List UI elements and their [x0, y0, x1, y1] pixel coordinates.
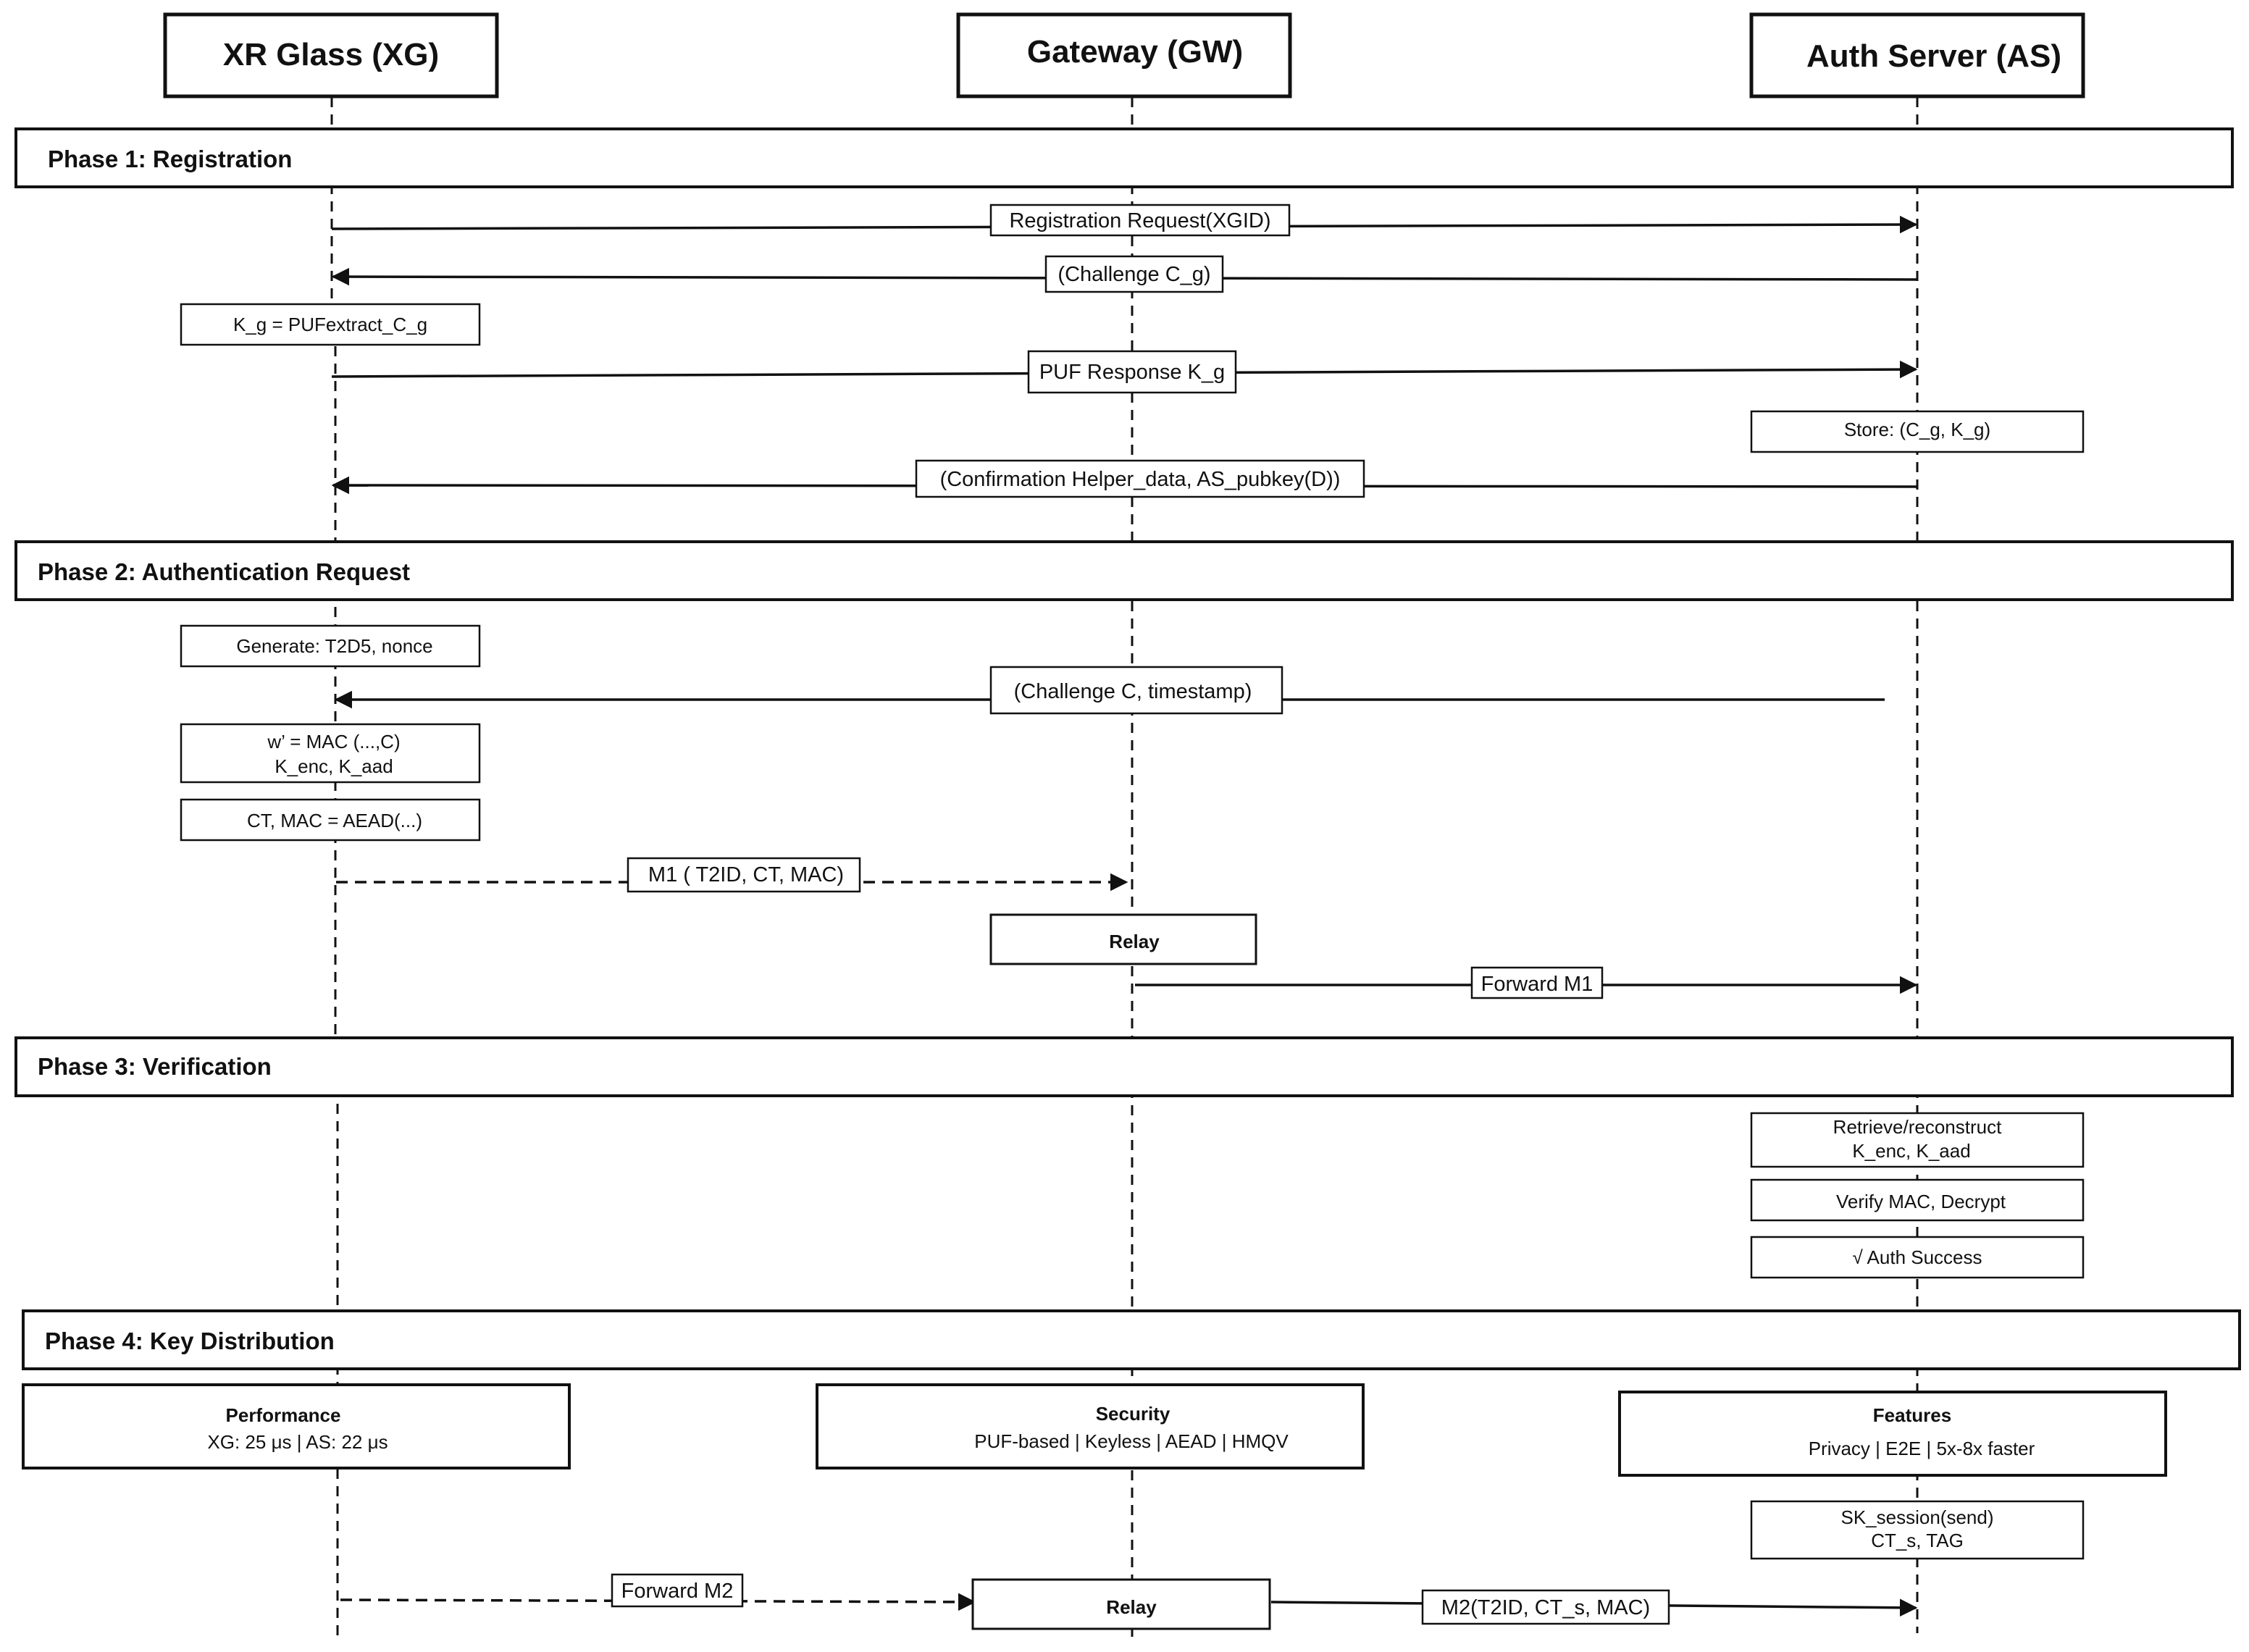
msg-m1: M1 ( T2ID, CT, MAC) [336, 857, 1128, 893]
phase-1-title: Phase 1: Registration [48, 146, 292, 172]
summary-security: Security PUF-based | Keyless | AEAD | HM… [816, 1383, 1365, 1469]
actor-as: Auth Server (AS) [1749, 12, 2085, 98]
summary-performance: Performance XG: 25 μs | AS: 22 μs [22, 1383, 571, 1469]
note-retrieve-line2: K_enc, K_aad [1852, 1140, 1970, 1162]
msg-puf-response: PUF Response K_g [331, 350, 1918, 394]
note-relay-1: Relay [989, 913, 1257, 965]
msg-challenge-cg: (Challenge C_g) [331, 255, 1918, 293]
phase-3-title: Phase 3: Verification [38, 1053, 272, 1080]
phase-4-title: Phase 4: Key Distribution [45, 1328, 335, 1354]
msg-forward-m2-label: Forward M2 [621, 1580, 734, 1603]
actor-gw: Gateway (GW) [956, 12, 1292, 98]
note-retrieve-line1: Retrieve/reconstruct [1833, 1116, 2002, 1138]
phase-4-band: Phase 4: Key Distribution [22, 1309, 2241, 1370]
note-relay-2: Relay [971, 1578, 1271, 1630]
phase-1-band: Phase 1: Registration [14, 127, 2234, 188]
note-w-mac: w’ = MAC (...,C) K_enc, K_aad [180, 723, 481, 784]
note-verify-label: Verify MAC, Decrypt [1836, 1191, 2006, 1212]
note-sk-session-line2: CT_s, TAG [1871, 1530, 1964, 1551]
note-sk-session-line1: SK_session(send) [1841, 1506, 1994, 1528]
actor-xg-label: XR Glass (XG) [223, 37, 439, 72]
phase-2-title: Phase 2: Authentication Request [38, 558, 410, 585]
note-generate: Generate: T2D5, nonce [180, 624, 481, 668]
note-generate-label: Generate: T2D5, nonce [236, 635, 432, 657]
note-auth-success-label: √ Auth Success [1852, 1246, 1982, 1268]
msg-puf-response-label: PUF Response K_g [1039, 361, 1225, 384]
note-retrieve: Retrieve/reconstruct K_enc, K_aad [1750, 1112, 2085, 1168]
msg-challenge-c: (Challenge C, timestamp) [334, 666, 1885, 715]
summary-features: Features Privacy | E2E | 5x-8x faster [1618, 1391, 2167, 1477]
note-store-label: Store: (C_g, K_g) [1844, 419, 1990, 440]
actor-xg: XR Glass (XG) [163, 12, 499, 98]
actor-as-label: Auth Server (AS) [1806, 38, 2061, 74]
msg-forward-m2: Forward M2 [340, 1573, 976, 1611]
phase-2-band: Phase 2: Authentication Request [14, 540, 2234, 601]
msg-m2-label: M2(T2ID, CT_s, MAC) [1441, 1596, 1650, 1619]
note-relay-2-label: Relay [1106, 1596, 1157, 1618]
phase-3-band: Phase 3: Verification [14, 1036, 2234, 1097]
note-verify: Verify MAC, Decrypt [1750, 1178, 2085, 1222]
note-ct-mac: CT, MAC = AEAD(...) [180, 798, 481, 842]
note-auth-success: √ Auth Success [1750, 1236, 2085, 1279]
note-w-mac-line2: K_enc, K_aad [275, 755, 393, 777]
note-kg-extract: K_g = PUFextract_C_g [180, 303, 481, 346]
summary-features-title: Features [1873, 1404, 1951, 1426]
note-sk-session: SK_session(send) CT_s, TAG [1750, 1500, 2085, 1560]
note-kg-extract-label: K_g = PUFextract_C_g [233, 314, 427, 335]
note-relay-1-label: Relay [1109, 931, 1160, 952]
actor-gw-label: Gateway (GW) [1027, 34, 1243, 70]
msg-challenge-c-label: (Challenge C, timestamp) [1014, 680, 1252, 703]
note-store: Store: (C_g, K_g) [1750, 410, 2085, 453]
summary-performance-body: XG: 25 μs | AS: 22 μs [207, 1431, 388, 1453]
summary-performance-title: Performance [226, 1404, 341, 1426]
note-ct-mac-label: CT, MAC = AEAD(...) [247, 810, 422, 831]
msg-confirmation: (Confirmation Helper_data, AS_pubkey(D)) [331, 459, 1918, 498]
note-w-mac-line1: w’ = MAC (...,C) [267, 731, 400, 752]
msg-forward-m1: Forward M1 [1135, 966, 1918, 999]
msg-challenge-cg-label: (Challenge C_g) [1058, 263, 1210, 286]
msg-registration-request: Registration Request(XGID) [331, 204, 1918, 237]
msg-forward-m1-label: Forward M1 [1481, 973, 1593, 996]
summary-security-body: PUF-based | Keyless | AEAD | HMQV [974, 1430, 1289, 1452]
msg-confirmation-label: (Confirmation Helper_data, AS_pubkey(D)) [940, 468, 1341, 491]
summary-security-title: Security [1096, 1403, 1170, 1425]
msg-registration-request-label: Registration Request(XGID) [1009, 209, 1270, 232]
summary-features-body: Privacy | E2E | 5x-8x faster [1809, 1438, 2035, 1459]
msg-m2: M2(T2ID, CT_s, MAC) [1270, 1589, 1918, 1625]
msg-m1-label: M1 ( T2ID, CT, MAC) [648, 863, 844, 886]
